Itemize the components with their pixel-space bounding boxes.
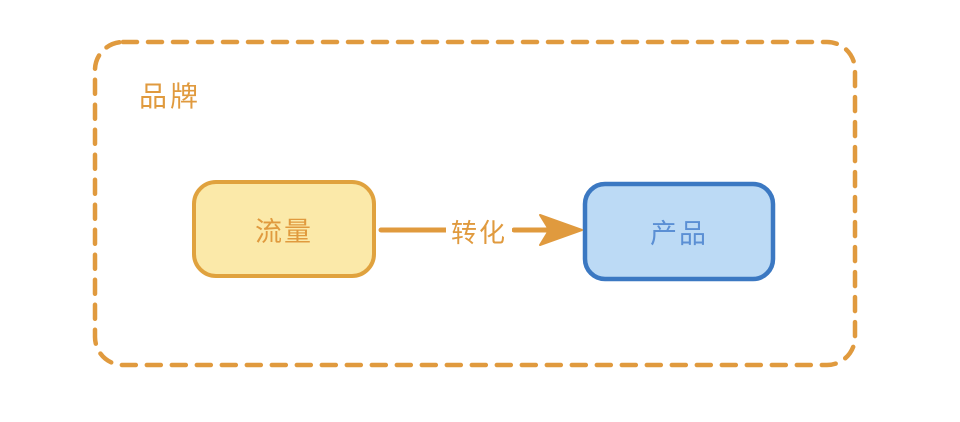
node-product-label: 产品: [650, 219, 708, 249]
edge-conversion[interactable]: [378, 214, 583, 246]
brand-group-boundary: [92, 39, 858, 368]
node-traffic-box[interactable]: [192, 180, 376, 278]
arrowhead-icon: [539, 214, 583, 246]
node-traffic-label: 流量: [255, 216, 313, 247]
edge-conversion-label: 转化: [446, 213, 513, 250]
node-product-box[interactable]: [582, 181, 776, 282]
brand-group-label: 品牌: [139, 81, 202, 112]
